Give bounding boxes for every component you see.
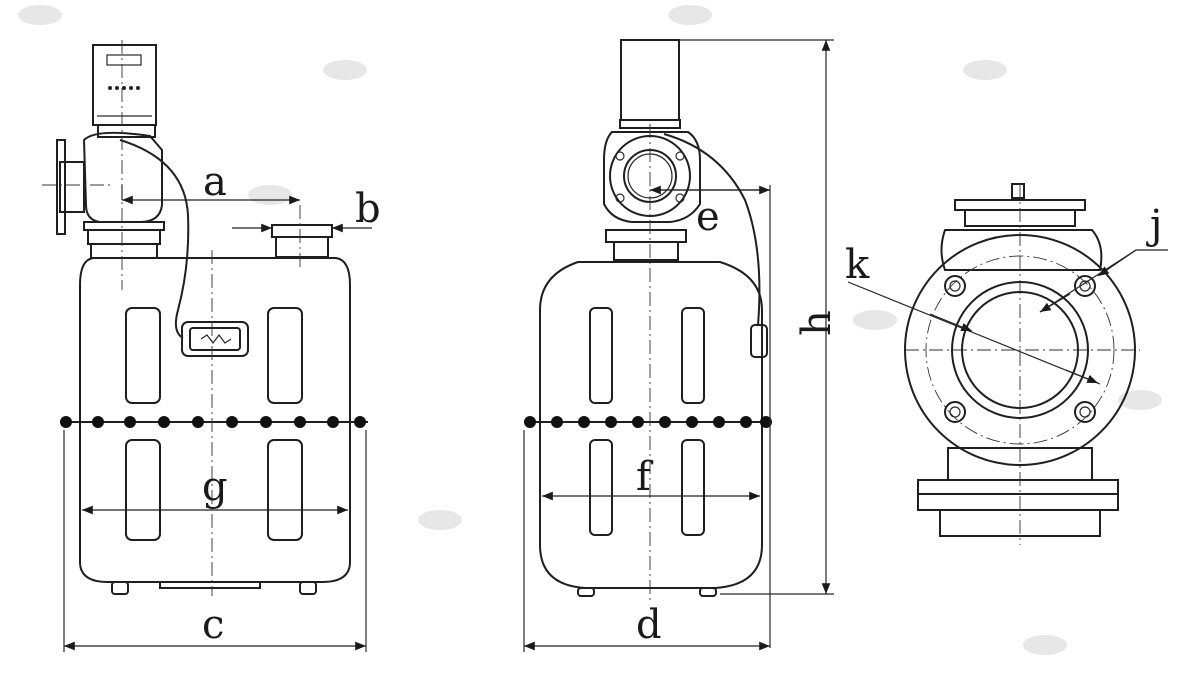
label-a: a [203,159,227,205]
label-f: f [636,454,654,500]
label-d: d [636,602,662,648]
flange-bolt-holes [944,275,1096,423]
tank-slot [681,439,705,536]
front-view: a b g c [42,40,381,652]
tank-base [159,581,261,589]
inlet-flange [56,139,66,235]
dimension-k [847,281,1101,385]
label-k: k [845,242,870,288]
label-h: h [794,310,840,336]
label-c: c [202,602,224,648]
tank-slot [125,439,161,541]
side-view: e f d h [523,39,840,652]
bolt-ring [524,416,772,428]
base-flange [917,479,1119,495]
tank-slot [125,307,161,404]
controller-base [97,124,156,138]
controller-box [92,44,157,126]
tank-slot [589,307,613,404]
outlet-flange [271,224,333,238]
tank-slot [267,307,303,404]
tank-body [79,257,351,583]
inlet-pipe [59,161,85,213]
label-e: e [696,194,720,240]
label-b: b [355,186,381,232]
level-sensor [181,321,249,357]
flange-view: k j [845,183,1168,545]
tank-slot [267,439,303,541]
controller-box [620,39,680,121]
label-j: j [1146,202,1162,248]
level-sensor [750,324,768,358]
controller-display [106,54,142,66]
sensor-cable [663,133,761,326]
valve-body [603,131,701,223]
tank-body [539,261,763,589]
watermark [18,5,1162,655]
sensor-cable [119,139,190,339]
top-handle [1011,183,1025,199]
label-g: g [202,464,228,510]
valve-body [82,131,163,223]
tank-slot [681,307,705,404]
bolt-ring [60,416,366,428]
tank-slot [589,439,613,536]
controller-buttons [108,86,140,90]
